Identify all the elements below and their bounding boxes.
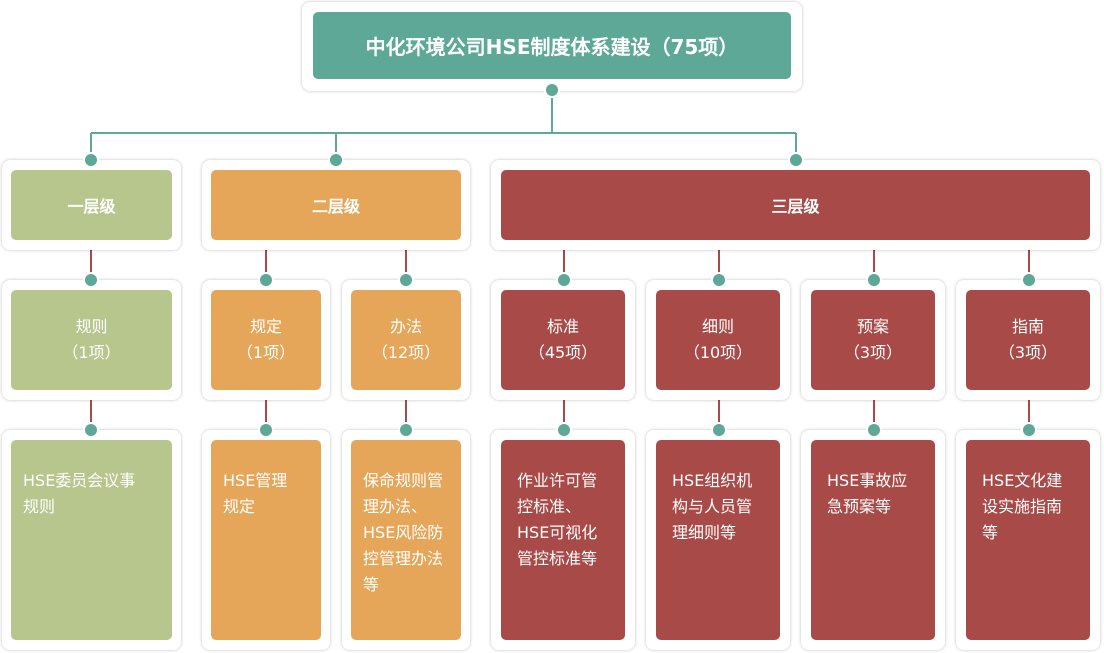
- level-label-3: 三层级: [501, 170, 1090, 240]
- category-count: （12项）: [371, 343, 441, 362]
- detail-card: HSE组织机 构与人员管 理细则等: [646, 430, 790, 650]
- detail-card: HSE文化建 设实施指南 等: [956, 430, 1100, 650]
- category-box: 规则 （1项）: [11, 290, 172, 390]
- category-count: （10项）: [683, 343, 753, 362]
- category-box: 细则 （10项）: [656, 290, 780, 390]
- level-label-2: 二层级: [211, 170, 461, 240]
- detail-text: HSE委员会议事 规则: [11, 440, 172, 640]
- level-label-1: 一层级: [11, 170, 172, 240]
- root-card: 中化环境公司HSE制度体系建设（75项）: [302, 2, 802, 91]
- category-card: 标准 （45项）: [491, 280, 635, 400]
- detail-text: 作业许可管 控标准、 HSE可视化 管控标准等: [501, 440, 625, 640]
- detail-text: HSE事故应 急预案等: [811, 440, 935, 640]
- category-box: 预案 （3项）: [811, 290, 935, 390]
- root-title: 中化环境公司HSE制度体系建设（75项）: [313, 12, 791, 79]
- category-name: 指南: [1011, 317, 1044, 336]
- detail-card: HSE管理 规定: [202, 430, 330, 650]
- category-box: 办法 （12项）: [351, 290, 461, 390]
- category-count: （45项）: [528, 343, 598, 362]
- category-count: （1项）: [236, 343, 296, 362]
- category-card: 规定 （1项）: [202, 280, 330, 400]
- category-name: 办法: [389, 317, 422, 336]
- category-count: （3项）: [998, 343, 1058, 362]
- detail-text: HSE文化建 设实施指南 等: [966, 440, 1090, 640]
- level-card-2: 二层级: [202, 160, 470, 250]
- category-name: 规则: [75, 317, 108, 336]
- category-name: 规定: [249, 317, 282, 336]
- category-card: 预案 （3项）: [801, 280, 945, 400]
- category-box: 标准 （45项）: [501, 290, 625, 390]
- category-name: 细则: [701, 317, 734, 336]
- detail-text: HSE管理 规定: [211, 440, 321, 640]
- category-box: 指南 （3项）: [966, 290, 1090, 390]
- detail-card: HSE事故应 急预案等: [801, 430, 945, 650]
- category-name: 标准: [546, 317, 579, 336]
- category-card: 办法 （12项）: [342, 280, 470, 400]
- detail-text: 保命规则管 理办法、 HSE风险防 控管理办法 等: [351, 440, 461, 640]
- category-count: （1项）: [62, 343, 121, 362]
- detail-card: 作业许可管 控标准、 HSE可视化 管控标准等: [491, 430, 635, 650]
- detail-card: HSE委员会议事 规则: [2, 430, 181, 650]
- category-count: （3项）: [843, 343, 903, 362]
- category-card: 指南 （3项）: [956, 280, 1100, 400]
- detail-card: 保命规则管 理办法、 HSE风险防 控管理办法 等: [342, 430, 470, 650]
- level-card-1: 一层级: [2, 160, 181, 250]
- category-card: 规则 （1项）: [2, 280, 181, 400]
- category-name: 预案: [856, 317, 889, 336]
- category-card: 细则 （10项）: [646, 280, 790, 400]
- category-box: 规定 （1项）: [211, 290, 321, 390]
- detail-text: HSE组织机 构与人员管 理细则等: [656, 440, 780, 640]
- level-card-3: 三层级: [491, 160, 1100, 250]
